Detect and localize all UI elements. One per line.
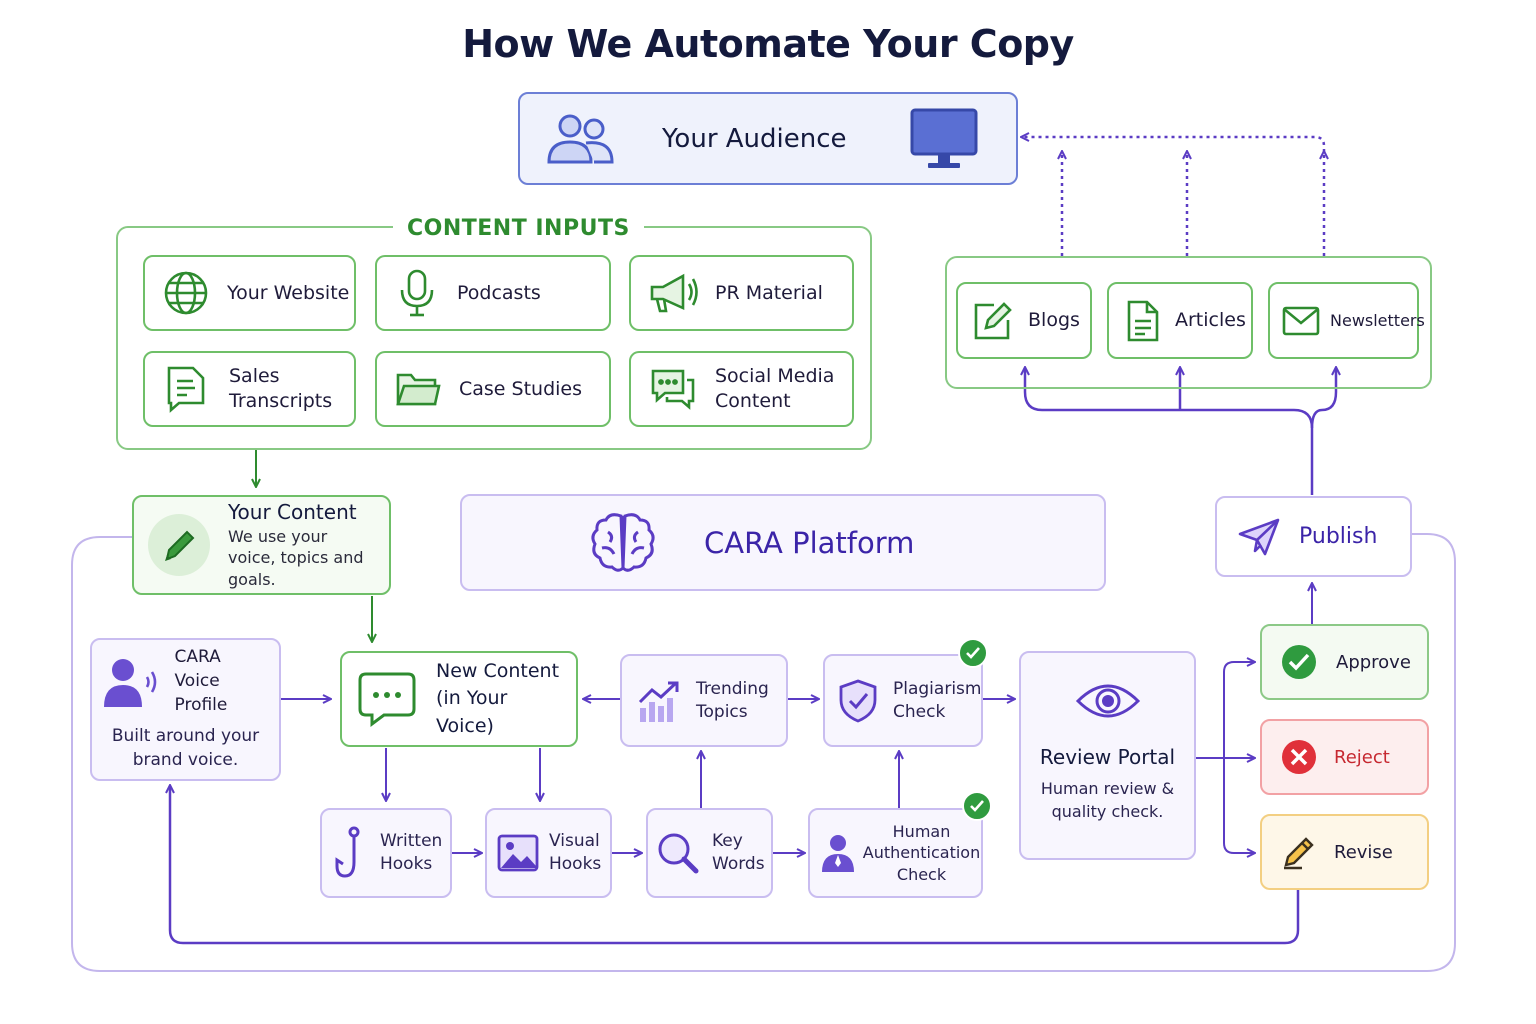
check-badge-icon xyxy=(962,791,992,821)
document-icon xyxy=(1125,299,1161,343)
audience-label: Your Audience xyxy=(662,123,847,154)
input-label: Social Media Content xyxy=(715,365,835,412)
plagiarism-check-box: Plagiarism Check xyxy=(823,654,983,747)
megaphone-icon xyxy=(649,271,699,315)
new-content-label: New Content (in Your Voice) xyxy=(436,659,560,737)
visual-hooks-label: Visual Hooks xyxy=(549,831,602,874)
x-circle-icon xyxy=(1280,738,1318,776)
input-label: Sales Transcripts xyxy=(229,365,333,412)
output-label: Newsletters xyxy=(1330,311,1425,330)
reject-button[interactable]: Reject xyxy=(1260,719,1429,795)
human-auth-label: Human Authentication Check xyxy=(862,821,981,884)
hook-icon xyxy=(334,826,366,880)
input-label: Case Studies xyxy=(459,377,583,400)
input-label: Podcasts xyxy=(457,281,541,304)
approve-label: Approve xyxy=(1336,651,1411,673)
voice-profile-box: CARA Voice Profile Built around your bra… xyxy=(90,638,281,781)
publish-label: Publish xyxy=(1299,524,1378,549)
image-icon xyxy=(497,834,539,872)
input-case-studies[interactable]: Case Studies xyxy=(375,351,611,427)
input-social-media[interactable]: Social Media Content xyxy=(629,351,854,427)
shield-check-icon xyxy=(837,678,879,724)
written-hooks-box: Written Hooks xyxy=(320,808,452,898)
pencil-edit-icon xyxy=(1280,833,1318,871)
magnifier-icon xyxy=(656,831,700,875)
human-auth-box: Human Authentication Check xyxy=(808,808,983,898)
input-label: PR Material xyxy=(715,281,823,304)
trending-topics-box: Trending Topics xyxy=(620,654,788,747)
edit-icon xyxy=(972,300,1014,342)
revise-label: Revise xyxy=(1334,841,1393,863)
written-hooks-label: Written Hooks xyxy=(380,831,443,874)
review-portal-title: Review Portal xyxy=(1039,745,1176,769)
voice-profile-desc: Built around your brand voice. xyxy=(111,725,260,771)
publish-button[interactable]: Publish xyxy=(1215,496,1412,577)
visual-hooks-box: Visual Hooks xyxy=(485,808,612,898)
person-badge-icon xyxy=(820,833,856,873)
eye-icon xyxy=(1075,679,1141,723)
output-newsletters[interactable]: Newsletters xyxy=(1268,282,1425,359)
check-circle-icon xyxy=(1280,643,1318,681)
envelope-icon xyxy=(1282,306,1320,336)
input-your-website[interactable]: Your Website xyxy=(143,255,356,331)
output-blogs[interactable]: Blogs xyxy=(956,282,1092,359)
trending-topics-label: Trending Topics xyxy=(696,678,769,722)
globe-icon xyxy=(163,270,209,316)
content-inputs-title: CONTENT INPUTS xyxy=(393,216,644,241)
users-icon xyxy=(546,112,616,166)
input-sales-transcripts[interactable]: Sales Transcripts xyxy=(143,351,356,427)
pencil-icon xyxy=(148,514,210,576)
monitor-icon xyxy=(910,108,978,170)
output-label: Articles xyxy=(1175,309,1246,332)
speaking-person-icon xyxy=(101,655,163,709)
paper-plane-icon xyxy=(1237,517,1281,557)
chat-bubbles-icon xyxy=(649,367,697,411)
check-badge-icon xyxy=(958,638,988,668)
outputs-group xyxy=(945,256,1432,389)
audience-box: Your Audience xyxy=(518,92,1018,185)
folder-icon xyxy=(395,369,441,409)
key-words-box: Key Words xyxy=(646,808,773,898)
key-words-label: Key Words xyxy=(712,831,765,874)
review-portal-desc: Human review & quality check. xyxy=(1040,779,1175,822)
voice-profile-title: CARA Voice Profile xyxy=(174,647,228,715)
document-chat-icon xyxy=(165,365,207,413)
cara-platform-box: CARA Platform xyxy=(460,494,1106,591)
review-portal-box: Review Portal Human review & quality che… xyxy=(1019,651,1196,860)
plagiarism-check-label: Plagiarism Check xyxy=(893,678,982,722)
output-articles[interactable]: Articles xyxy=(1107,282,1253,359)
input-pr-material[interactable]: PR Material xyxy=(629,255,854,331)
page-title: How We Automate Your Copy xyxy=(462,22,1074,66)
output-label: Blogs xyxy=(1028,309,1080,332)
new-content-box: New Content (in Your Voice) xyxy=(340,651,578,747)
your-content-desc: We use your voice, topics and goals. xyxy=(228,526,364,589)
brain-icon xyxy=(588,510,658,576)
cara-platform-label: CARA Platform xyxy=(704,525,915,560)
your-content-title: Your Content xyxy=(228,499,357,524)
your-content-box: Your Content We use your voice, topics a… xyxy=(132,495,391,595)
reject-label: Reject xyxy=(1334,746,1390,768)
trending-chart-icon xyxy=(636,678,682,724)
input-podcasts[interactable]: Podcasts xyxy=(375,255,611,331)
input-label: Your Website xyxy=(227,281,350,304)
chat-bubble-icon xyxy=(358,671,418,727)
approve-button[interactable]: Approve xyxy=(1260,624,1429,700)
microphone-icon xyxy=(397,268,437,318)
revise-button[interactable]: Revise xyxy=(1260,814,1429,890)
